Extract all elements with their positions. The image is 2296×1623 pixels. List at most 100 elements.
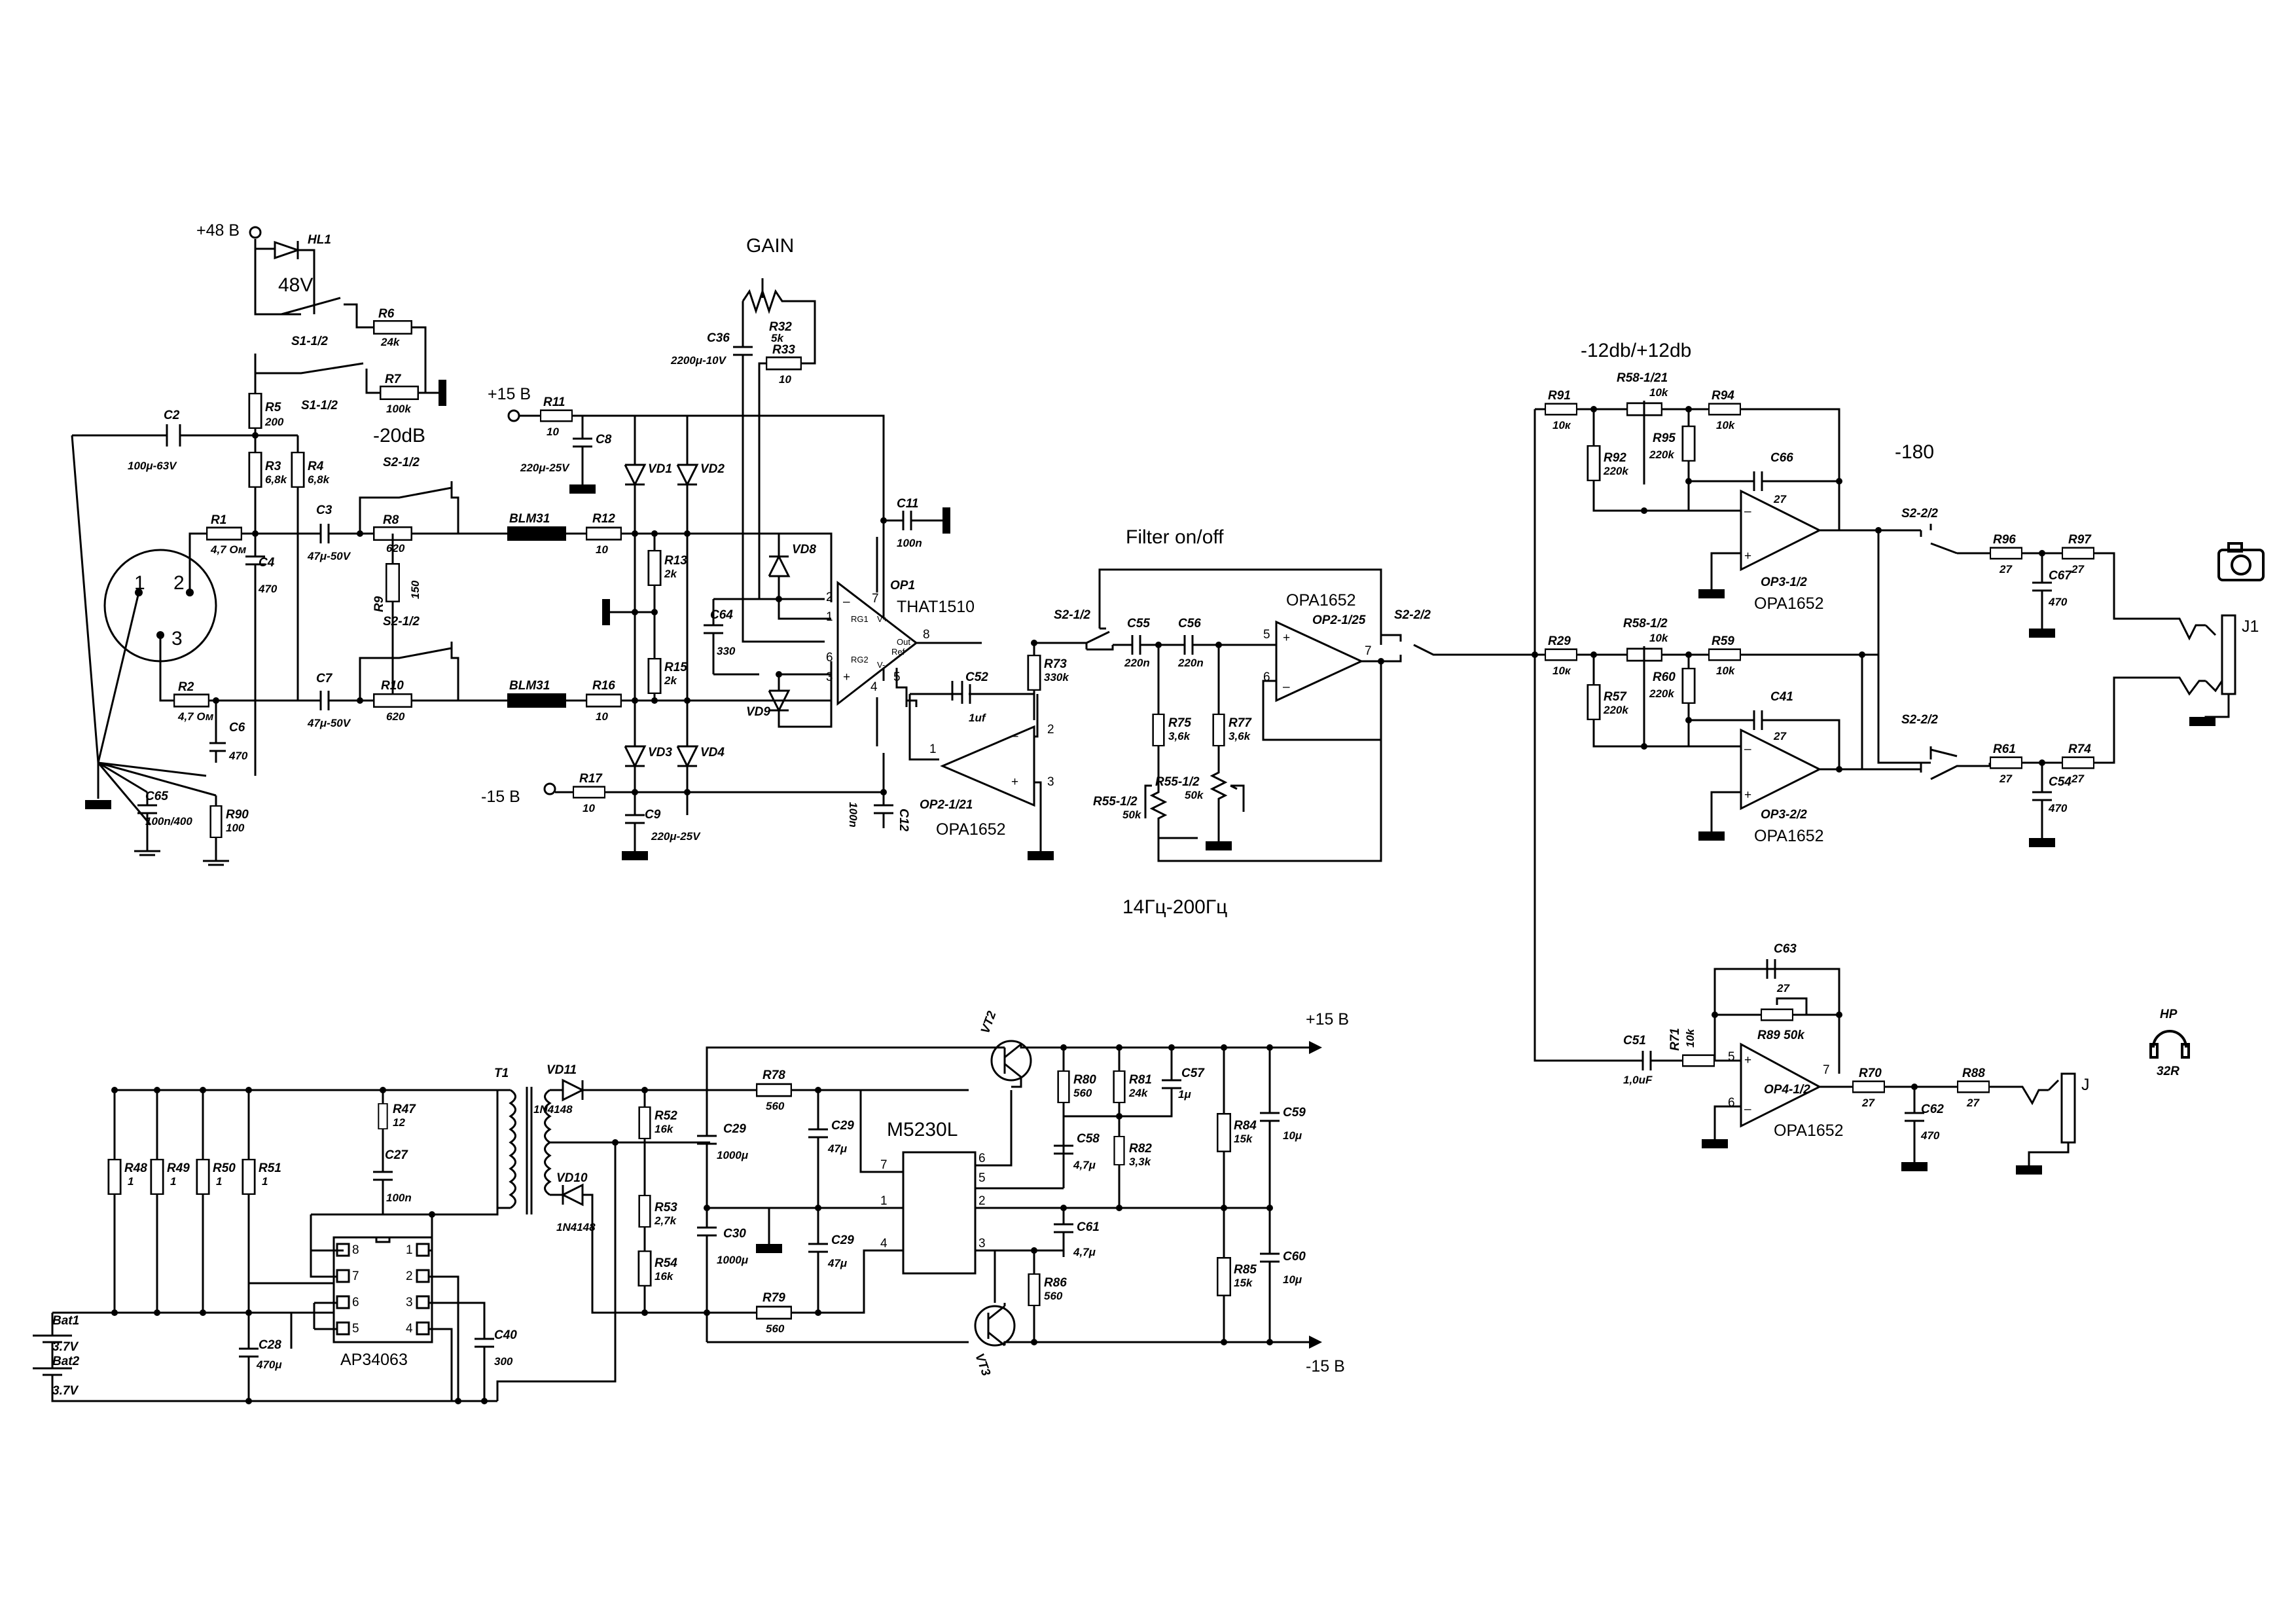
c65-label: C65: [145, 790, 168, 803]
pin-label: 1: [406, 1243, 413, 1257]
vd4-label: VD4: [700, 746, 725, 759]
r4-label: R4: [308, 460, 324, 473]
power-supply-section: R48 1 R49 1 R50 1 R51 1 Bat1 3.7V Bat2 3…: [33, 1009, 1349, 1404]
r33-label: R33: [772, 343, 795, 357]
r12-label: R12: [592, 512, 615, 526]
c62-value: 470: [1920, 1129, 1940, 1142]
c29c-value: 47μ: [827, 1257, 848, 1269]
c54-value: 470: [2048, 802, 2068, 814]
c40-label: C40: [494, 1328, 517, 1342]
opa2-label: OPA1652: [1286, 591, 1356, 610]
r2-label: R2: [178, 680, 194, 694]
r71-value: 10k: [1684, 1028, 1696, 1048]
pin-label: 3: [406, 1296, 413, 1309]
bat1-value: 3.7V: [52, 1340, 79, 1354]
pin-label: 6: [1728, 1096, 1735, 1110]
c3-value: 47μ-50V: [307, 550, 351, 562]
r10-value: 620: [386, 710, 405, 723]
r55b-label: R55-1/2: [1155, 775, 1200, 789]
opa5-label: OPA1652: [1774, 1122, 1844, 1140]
t1-label: T1: [494, 1067, 509, 1080]
xlr-pin3-label: 3: [171, 628, 183, 649]
r6-label: R6: [378, 307, 395, 321]
pin-label: 4: [870, 680, 878, 694]
c7-value: 47μ-50V: [307, 717, 351, 729]
s2b-label: S2-1/2: [383, 615, 420, 629]
pin-label: 7: [1365, 644, 1372, 658]
r78-label: R78: [762, 1068, 785, 1082]
c11-label: C11: [897, 497, 918, 511]
pin-label: 7: [872, 592, 879, 606]
vd3-label: VD3: [648, 746, 672, 759]
r70-value: 27: [1861, 1097, 1875, 1109]
r49-value: 1: [170, 1175, 176, 1188]
pin-label: +: [1283, 631, 1290, 645]
s2d-label: S2-2/2: [1394, 608, 1431, 622]
c41-label: C41: [1770, 690, 1793, 704]
camera-icon: [2217, 542, 2265, 581]
vd11-label: VD11: [547, 1063, 577, 1077]
s2a-label: S2-1/2: [383, 456, 420, 469]
r8-value: 620: [386, 542, 405, 555]
r10-label: R10: [381, 679, 404, 693]
r88-value: 27: [1966, 1097, 1980, 1109]
r11-value: 10: [547, 426, 559, 438]
r90-label: R90: [226, 808, 249, 822]
s1a-label: S1-1/2: [291, 335, 328, 348]
r32-label: R32: [769, 320, 792, 334]
r5-value: 200: [264, 416, 284, 428]
c64-label: C64: [710, 608, 733, 622]
pin-label: 2: [406, 1269, 413, 1283]
gain-label: GAIN: [746, 235, 794, 257]
hl1-label: HL1: [308, 233, 331, 247]
plus48-label: +48 В: [196, 221, 240, 240]
blm31-ferrite-bottom: [507, 693, 566, 708]
c11-value: 100n: [897, 537, 922, 549]
r79-value: 560: [766, 1322, 785, 1335]
c30-value: 1000μ: [717, 1254, 749, 1266]
r7-value: 100k: [386, 403, 412, 415]
r13-label: R13: [664, 554, 687, 568]
m5230-label: M5230L: [887, 1119, 958, 1140]
c7-label: C7: [316, 672, 333, 685]
r90-value: 100: [226, 822, 245, 834]
r59-value: 10k: [1716, 665, 1736, 677]
r2-value: 4,7 Ом: [177, 710, 214, 723]
r55a-label: R55-1/2: [1093, 795, 1138, 809]
r75-label: R75: [1168, 716, 1191, 730]
r91-value: 10к: [1552, 419, 1571, 431]
m5230l-ic: [902, 1151, 977, 1275]
pin-label: +: [843, 670, 850, 684]
r13-value: 2k: [664, 568, 677, 580]
c63-label: C63: [1774, 942, 1797, 956]
c3-label: C3: [316, 503, 332, 517]
r74-label: R74: [2068, 742, 2091, 756]
r58b-value: 10k: [1649, 632, 1669, 644]
vd1-label: VD1: [648, 462, 672, 476]
plus15-label: +15 В: [488, 385, 531, 403]
r96-label: R96: [1993, 533, 2016, 547]
pin-label: 1: [929, 742, 937, 756]
pin-label: –: [843, 595, 850, 609]
r54-label: R54: [655, 1256, 677, 1270]
vd10-value: 1N4148: [556, 1221, 596, 1233]
r94-label: R94: [1712, 389, 1734, 403]
c57-value: 1μ: [1178, 1088, 1191, 1101]
c12-value: 100n: [847, 802, 859, 828]
pin-label: –: [1744, 505, 1751, 519]
pin-label: 2: [826, 591, 833, 604]
pin-label: 3: [1047, 775, 1054, 789]
r81-value: 24k: [1128, 1087, 1149, 1099]
r80-value: 560: [1073, 1087, 1092, 1099]
r77-label: R77: [1229, 716, 1252, 730]
r58a-label: R58-1/21: [1617, 371, 1668, 385]
r53-value: 2,7k: [654, 1214, 677, 1227]
c60-label: C60: [1283, 1250, 1306, 1264]
c66-value: 27: [1773, 493, 1787, 505]
r78-value: 560: [766, 1100, 785, 1112]
r7-label: R7: [385, 373, 402, 386]
j-jack: [2060, 1072, 2076, 1144]
c40-value: 300: [494, 1355, 513, 1368]
c52-label: C52: [965, 670, 988, 684]
op31-label: OP3-1/2: [1761, 575, 1807, 589]
